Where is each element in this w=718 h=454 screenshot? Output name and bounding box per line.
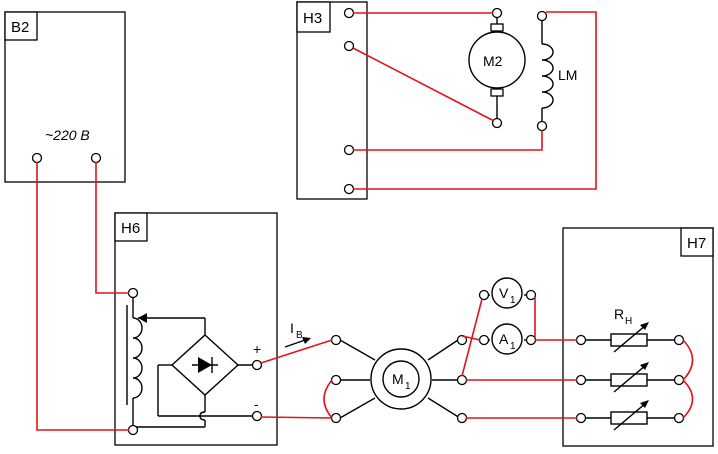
panel-b2: B2 ~220 В (4, 11, 126, 183)
m1-lead-1 (339, 339, 376, 361)
a1-label: A (499, 331, 509, 347)
m1-label: M (392, 371, 404, 387)
wiper-arrow-icon (138, 313, 147, 323)
wire-h6-plus-m1[interactable] (260, 339, 333, 364)
supply-label: ~220 В (45, 127, 90, 143)
a1-label-sub: 1 (510, 341, 516, 352)
m1-label-sub: 1 (405, 381, 411, 392)
connection-wires (36, 11, 694, 431)
v1-terminal-right[interactable] (525, 289, 537, 301)
a1-terminal-right[interactable] (525, 334, 537, 346)
motor-m2: M2 (468, 7, 526, 129)
m2-label: M2 (483, 53, 503, 69)
m1-inner-circle (382, 360, 420, 398)
wire-h3-3-lm[interactable] (353, 130, 543, 151)
m1-terminal-5[interactable] (456, 374, 468, 386)
h3-terminal-4[interactable] (343, 183, 355, 195)
v1-label: V (499, 285, 509, 301)
panel-h3-frame (296, 1, 368, 200)
motor-m1: M 1 (330, 334, 468, 424)
v1-circle (491, 277, 523, 309)
m2-bottom-brush (490, 88, 504, 97)
b2-terminal-1[interactable] (31, 152, 43, 164)
h6-minus-sign: - (254, 396, 259, 412)
wire-h7-jumper-2[interactable] (682, 379, 694, 419)
m1-lead-6 (427, 397, 461, 419)
h6-terminal-plus[interactable] (251, 359, 263, 371)
m1-terminal-6[interactable] (456, 412, 468, 424)
rh-label: R (614, 306, 624, 322)
panel-b2-tag-box (4, 11, 38, 41)
panel-h6-frame (114, 212, 278, 446)
voltmeter-v1: V 1 (478, 277, 537, 309)
panel-h7-tag: H7 (687, 235, 706, 252)
h6-plus-sign: + (253, 341, 261, 357)
ib-label: I (290, 320, 294, 336)
h6-terminal-input-top[interactable] (127, 287, 139, 299)
wire-h7-jumper-1[interactable] (682, 339, 694, 381)
rheostat-3-slider (613, 402, 647, 431)
m2-terminal-top[interactable] (491, 7, 503, 19)
h7-terminal-3-left[interactable] (575, 412, 587, 424)
m1-terminal-2[interactable] (330, 374, 342, 386)
panel-h3-tag: H3 (303, 10, 322, 27)
m2-top-brush (490, 23, 504, 32)
ammeter-a1: A 1 (478, 323, 537, 355)
rheostat-1-slider (613, 324, 647, 353)
panel-h3-tag-box (296, 1, 331, 33)
lm-label: LM (558, 67, 577, 83)
wire-b2-1-h6[interactable] (36, 162, 129, 431)
excitation-current-label: I B (284, 320, 311, 348)
m1-terminal-3[interactable] (330, 412, 342, 424)
m2-terminal-bottom[interactable] (491, 117, 503, 129)
wire-m1-a1[interactable] (461, 335, 481, 341)
h7-terminal-2-right[interactable] (673, 374, 685, 386)
m2-circle (468, 31, 526, 89)
ib-arrow-icon (302, 337, 311, 344)
h7-terminal-1-right[interactable] (673, 334, 685, 346)
ib-label-sub: B (296, 330, 303, 341)
wire-m1-jumper-left[interactable] (323, 379, 333, 419)
panel-h7: H7 R H (562, 227, 714, 447)
panel-h7-tag-box (680, 227, 714, 257)
m1-lead-4 (427, 339, 459, 361)
field-winding-lm: LM (536, 10, 577, 132)
diode-icon (198, 357, 212, 373)
panel-h6: H6 + - (114, 212, 278, 446)
rheostat-3-arrow-icon (640, 400, 649, 408)
m1-terminal-1[interactable] (330, 334, 342, 346)
rheostat-1-arrow-icon (640, 322, 649, 330)
v1-label-sub: 1 (510, 295, 516, 306)
lm-terminal-top[interactable] (536, 10, 548, 22)
panel-h6-tag: H6 (121, 220, 140, 237)
rheostat-2-slider (613, 364, 647, 393)
autotransformer-coil (132, 317, 143, 399)
a1-terminal-left[interactable] (478, 334, 490, 346)
panel-h3: H3 (296, 1, 368, 200)
h7-terminal-3-right[interactable] (673, 412, 685, 424)
h6-terminal-minus[interactable] (251, 410, 263, 422)
m1-lead-3 (339, 397, 376, 419)
a1-circle (491, 323, 523, 355)
panel-h6-tag-box (114, 212, 148, 242)
h3-terminal-2[interactable] (343, 40, 355, 52)
h7-terminal-1-left[interactable] (575, 334, 587, 346)
h3-terminal-3[interactable] (343, 144, 355, 156)
h7-terminal-2-left[interactable] (575, 374, 587, 386)
lm-terminal-bottom[interactable] (536, 120, 548, 132)
b2-terminal-2[interactable] (90, 152, 102, 164)
wire-b2-2-h6[interactable] (95, 162, 129, 294)
rh-label-sub: H (625, 316, 632, 327)
m1-terminal-4[interactable] (456, 334, 468, 346)
lm-coil (541, 43, 554, 109)
wire-h3-4-lm[interactable] (353, 11, 597, 190)
wire-h3-2-m2[interactable] (352, 47, 495, 122)
wire-h6-minus-m1[interactable] (260, 416, 333, 419)
v1-terminal-left[interactable] (478, 289, 490, 301)
h3-terminal-1[interactable] (343, 7, 355, 19)
panel-b2-tag: B2 (11, 19, 29, 36)
h6-terminal-input-bottom[interactable] (127, 424, 139, 436)
rheostat-2-arrow-icon (640, 362, 649, 370)
